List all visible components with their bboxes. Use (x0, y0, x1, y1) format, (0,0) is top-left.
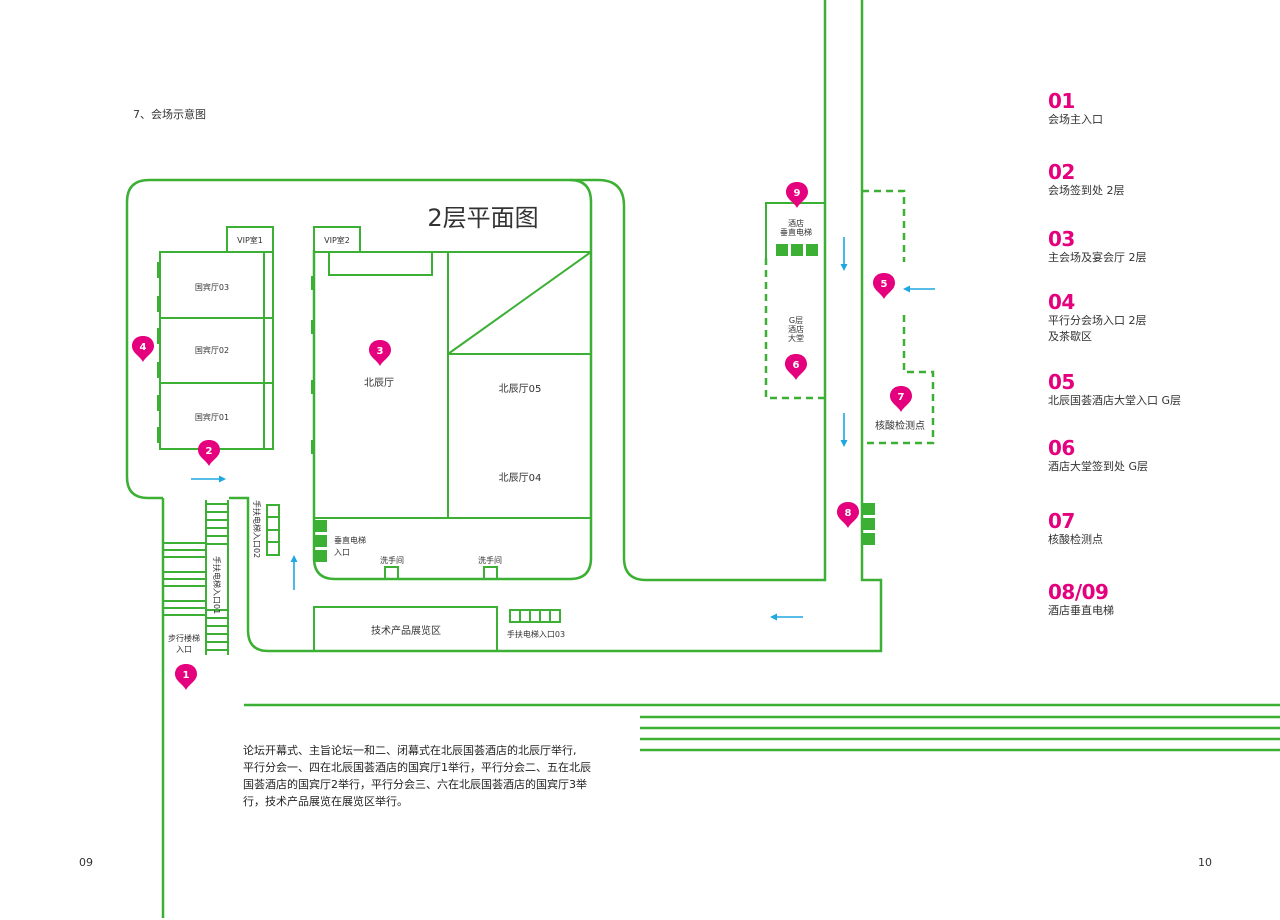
map-pin-icon[interactable]: 6 (785, 354, 807, 380)
legend-text: 酒店大堂签到处 G层 (1048, 460, 1149, 473)
legend-item: 02 会场签到处 2层 (1048, 161, 1125, 199)
escalator-03-label: 手扶电梯入口03 (507, 629, 565, 639)
legend-item: 04 平行分会场入口 2层 及茶歇区 (1048, 291, 1147, 345)
legend-text: 核酸检测点 (1048, 533, 1103, 546)
legend-text: 酒店垂直电梯 (1048, 604, 1114, 617)
map-pin-icon[interactable]: 5 (873, 273, 895, 299)
hotel-elevator-label: 酒店 (788, 218, 804, 228)
description-line: 行，技术产品展览在展览区举行。 (243, 795, 408, 808)
stairs-hatching (163, 500, 229, 655)
legend-text: 平行分会场入口 2层 (1048, 314, 1147, 327)
svg-text:7: 7 (898, 392, 905, 403)
dashed-outlines (764, 189, 935, 445)
map-pin-icon[interactable]: 2 (198, 440, 220, 466)
escalator-02-label: 手扶电梯入口02 (252, 500, 262, 558)
map-pin-icon[interactable]: 4 (132, 336, 154, 362)
svg-text:8: 8 (845, 508, 852, 519)
room-label-vip2: VIP室2 (324, 235, 350, 245)
page-number-left: 09 (79, 856, 93, 869)
stairs-label-2: 入口 (176, 645, 192, 654)
venue-description: 论坛开幕式、主旨论坛一和二、闭幕式在北辰国荟酒店的北辰厅举行, 平行分会一、四在… (243, 742, 593, 810)
room-label-guobin01: 国宾厅01 (195, 412, 229, 422)
svg-text:9: 9 (794, 188, 801, 199)
legend-number: 08/09 (1048, 580, 1109, 604)
direction-arrow-icon (191, 237, 935, 621)
legend-number: 05 (1048, 370, 1075, 394)
test-point-label: 核酸检测点 (875, 419, 925, 432)
g-lobby-label: G层 (789, 316, 803, 325)
svg-text:4: 4 (140, 342, 147, 353)
room-label-guobin02: 国宾厅02 (195, 345, 229, 355)
legend-number: 04 (1048, 290, 1075, 314)
svg-text:2: 2 (206, 446, 213, 457)
svg-text:1: 1 (183, 670, 190, 681)
g-lobby-label-2: 酒店 (788, 324, 804, 334)
floor-title: 2层平面图 (427, 204, 538, 232)
legend-text: 主会场及宴会厅 2层 (1048, 251, 1147, 264)
decorative-lines (244, 703, 1280, 752)
legend-text: 会场主入口 (1048, 113, 1103, 126)
elevator-entry-label: 垂直电梯 (334, 535, 366, 545)
svg-text:5: 5 (881, 279, 888, 290)
room-label-vip1: VIP室1 (237, 235, 263, 245)
legend-text: 及茶歇区 (1048, 330, 1092, 343)
room-label-beichen05: 北辰厅05 (499, 383, 542, 395)
room-label-beichen: 北辰厅 (364, 377, 394, 389)
legend-item: 03 主会场及宴会厅 2层 (1048, 228, 1147, 266)
legend-number: 02 (1048, 160, 1075, 184)
elevator-entry-label-2: 入口 (334, 548, 350, 557)
legend-item: 01 会场主入口 (1048, 90, 1103, 128)
room-label-beichen04: 北辰厅04 (499, 472, 542, 484)
legend-item: 07 核酸检测点 (1048, 510, 1103, 548)
legend-number: 06 (1048, 436, 1075, 460)
legend-text: 会场签到处 2层 (1048, 184, 1125, 197)
svg-text:3: 3 (377, 346, 384, 357)
section-title: 7、会场示意图 (133, 108, 206, 121)
map-pin-icon[interactable]: 8 (837, 502, 859, 528)
description-line: 国荟酒店的国宾厅2举行，平行分会三、六在北辰国荟酒店的国宾厅3举 (243, 778, 587, 791)
restroom-label-2: 洗手间 (478, 555, 502, 565)
legend-item: 05 北辰国荟酒店大堂入口 G层 (1048, 371, 1181, 409)
legend-number: 01 (1048, 89, 1075, 113)
g-lobby-label-3: 大堂 (788, 333, 804, 343)
escalator-01-label: 手扶电梯入口01 (212, 556, 222, 614)
legend-number: 03 (1048, 227, 1075, 251)
floor-outline (125, 0, 883, 918)
page-number-right: 10 (1198, 856, 1212, 869)
door-blocks (157, 244, 875, 562)
legend-item: 08/09 酒店垂直电梯 (1048, 581, 1114, 619)
exhibition-label: 技术产品展览区 (371, 624, 441, 637)
description-line: 平行分会一、四在北辰国荟酒店的国宾厅1举行，平行分会二、五在北辰 (243, 761, 591, 774)
room-label-guobin03: 国宾厅03 (195, 282, 229, 292)
map-pin-icon[interactable]: 9 (786, 182, 808, 208)
hotel-elevator-label-2: 垂直电梯 (780, 227, 812, 237)
svg-text:6: 6 (793, 360, 800, 371)
map-pin-icon[interactable]: 3 (369, 340, 391, 366)
legend-text: 北辰国荟酒店大堂入口 G层 (1048, 394, 1182, 407)
map-pin-icon[interactable]: 1 (175, 664, 197, 690)
restroom-label-1: 洗手间 (380, 555, 404, 565)
map-pin-icon[interactable]: 7 (890, 386, 912, 412)
legend-number: 07 (1048, 509, 1075, 533)
legend-item: 06 酒店大堂签到处 G层 (1048, 437, 1148, 475)
room-outlines (159, 202, 825, 652)
stairs-label: 步行楼梯 (168, 633, 200, 643)
description-line: 论坛开幕式、主旨论坛一和二、闭幕式在北辰国荟酒店的北辰厅举行, (243, 744, 577, 757)
